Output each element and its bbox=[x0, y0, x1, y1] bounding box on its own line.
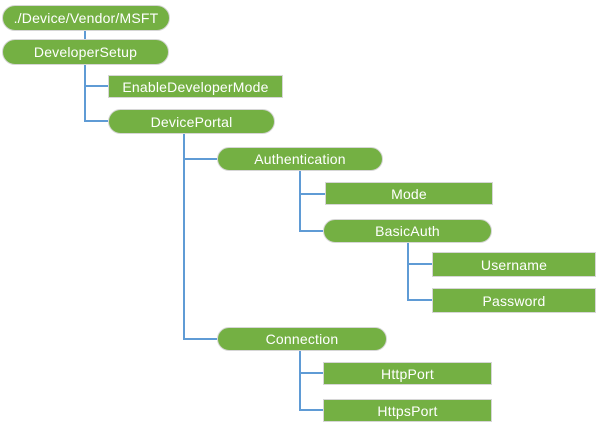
tree-connector bbox=[300, 230, 323, 232]
tree-node-password: Password bbox=[432, 288, 596, 313]
tree-node-connection: Connection bbox=[217, 327, 387, 351]
tree-connector bbox=[300, 193, 325, 195]
tree-connector bbox=[300, 409, 323, 411]
tree-node-http-port: HttpPort bbox=[323, 362, 492, 385]
tree-connector bbox=[84, 65, 86, 122]
tree-node-authentication: Authentication bbox=[217, 147, 383, 171]
tree-node-mode: Mode bbox=[325, 182, 493, 205]
tree-connector bbox=[408, 299, 432, 301]
tree-connector bbox=[299, 351, 301, 411]
tree-node-root: ./Device/Vendor/MSFT bbox=[2, 5, 170, 31]
tree-connector bbox=[184, 338, 217, 340]
tree-connector bbox=[84, 31, 86, 39]
tree-connector bbox=[408, 263, 432, 265]
tree-node-enable-developer-mode: EnableDeveloperMode bbox=[108, 75, 283, 98]
tree-connector bbox=[300, 372, 323, 374]
tree-connector bbox=[85, 85, 108, 87]
tree-connector bbox=[407, 243, 409, 301]
tree-node-basic-auth: BasicAuth bbox=[323, 219, 492, 243]
tree-node-device-portal: DevicePortal bbox=[108, 109, 275, 134]
tree-node-https-port: HttpsPort bbox=[323, 399, 492, 422]
tree-connector bbox=[85, 120, 108, 122]
tree-connector bbox=[184, 158, 217, 160]
tree-connector bbox=[299, 171, 301, 232]
tree-node-username: Username bbox=[432, 252, 596, 277]
tree-connector bbox=[183, 134, 185, 340]
tree-node-developer-setup: DeveloperSetup bbox=[2, 39, 169, 65]
